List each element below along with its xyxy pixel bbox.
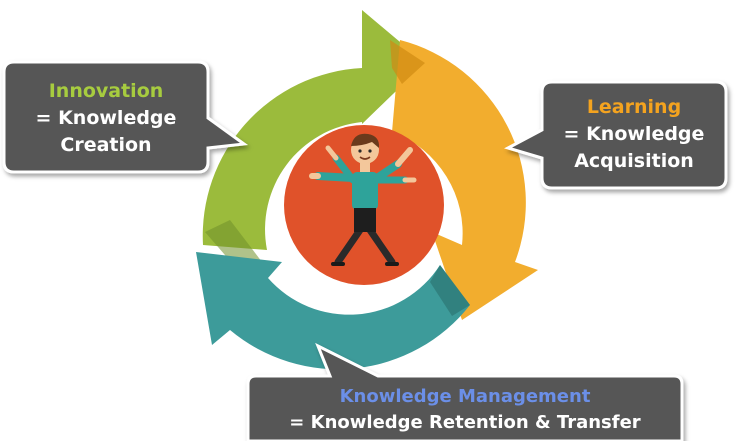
innovation-callout-box <box>2 60 249 174</box>
learning-heading: Learning <box>586 96 682 118</box>
learning-line2: Acquisition <box>574 150 694 172</box>
teal-arrow-shade <box>430 265 470 316</box>
knowledge-management-callout <box>246 342 684 441</box>
knowledge-management-callout-text: Knowledge Management = Knowledge Retenti… <box>250 384 680 436</box>
teal-cycle-arrow <box>196 252 470 370</box>
person-arms-raised-icon <box>309 133 417 266</box>
innovation-line1: = Knowledge <box>35 107 177 129</box>
innovation-line2: Creation <box>60 134 152 156</box>
innovation-callout <box>2 60 249 174</box>
orange-cycle-arrow <box>392 40 538 320</box>
green-cycle-arrow <box>202 10 425 250</box>
green-arrow-shade <box>205 220 262 270</box>
learning-callout-box <box>504 80 728 190</box>
learning-callout-text: Learning = Knowledge Acquisition <box>546 94 722 175</box>
cycle-ring <box>196 10 538 370</box>
learning-line1: = Knowledge <box>563 123 705 145</box>
innovation-callout-text: Innovation = Knowledge Creation <box>8 78 204 159</box>
knowledge-management-line1: = Knowledge Retention & Transfer <box>289 412 641 433</box>
orange-arrow-shade <box>390 40 425 84</box>
knowledge-management-callout-box <box>246 342 684 441</box>
center-hub <box>284 125 444 285</box>
innovation-heading: Innovation <box>48 80 164 102</box>
knowledge-management-heading: Knowledge Management <box>339 386 591 407</box>
learning-callout <box>504 80 728 190</box>
